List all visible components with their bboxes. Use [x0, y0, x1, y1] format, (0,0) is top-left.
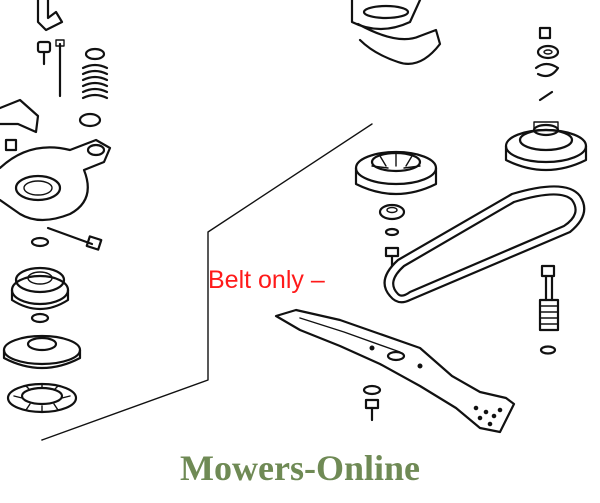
center-bearing: [378, 203, 406, 221]
top-center-housing: [350, 0, 442, 65]
horizontal-bolt: [46, 226, 103, 251]
long-bolt: [55, 39, 65, 98]
left-idler-pulley: [10, 266, 70, 311]
center-bolt: [384, 246, 400, 268]
drive-belt: [383, 185, 586, 304]
star-washer: [6, 382, 78, 414]
washer-left-upper: [30, 236, 50, 248]
idler-arm: [0, 138, 112, 222]
bolt-right-top: [538, 26, 552, 40]
center-washer: [384, 227, 400, 237]
belt-only-callout: Belt only –: [208, 266, 325, 294]
small-bracket: [0, 98, 40, 134]
spring-clip-right: [534, 62, 560, 78]
spindle-washer: [539, 345, 557, 355]
blade-nut: [362, 384, 382, 396]
center-pulley: [354, 150, 438, 196]
pin-right: [538, 90, 554, 102]
spring: [78, 47, 109, 128]
washer-left-lower: [30, 312, 50, 324]
right-drive-pulley: [504, 121, 588, 172]
spindle-shaft: [538, 264, 560, 332]
mower-blade: [274, 308, 516, 434]
spindle-disc: [2, 334, 82, 370]
nut-right: [536, 44, 560, 60]
blade-bolt: [364, 398, 380, 422]
bolt-small-left: [4, 138, 18, 152]
mowers-online-watermark: Mowers-Online: [180, 448, 420, 488]
top-left-bracket: [36, 0, 64, 32]
bolt-top-left: [36, 40, 52, 66]
section-boundary: [41, 123, 373, 441]
